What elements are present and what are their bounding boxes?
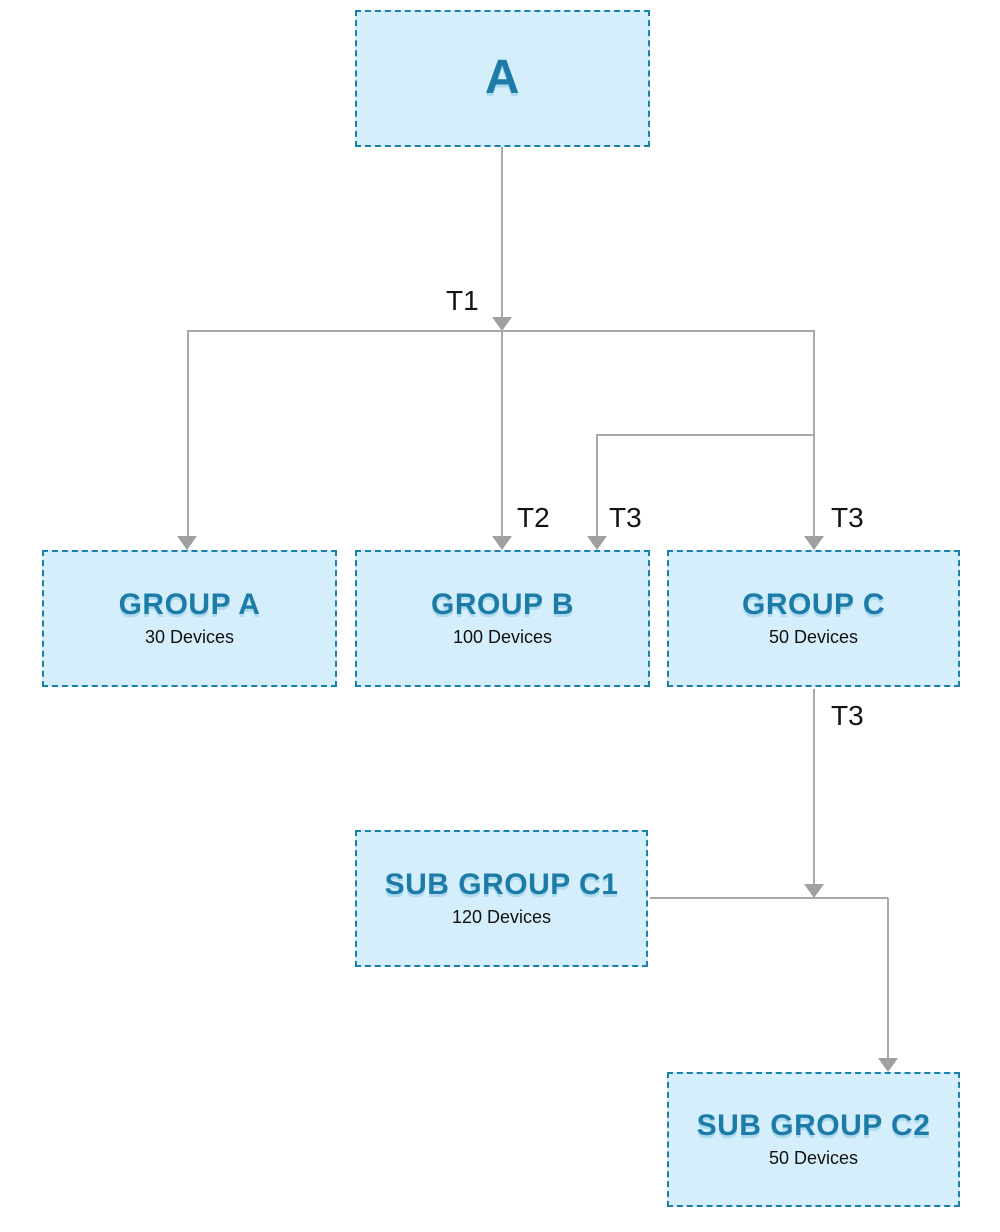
node-sub-group-c1: SUB GROUP C1 120 Devices (355, 830, 648, 967)
node-a-title: A (484, 51, 521, 105)
connector-c1-elbow-vertical (887, 898, 889, 1058)
arrowhead-group-c (804, 536, 824, 550)
node-sub-group-c1-subtitle: 120 Devices (451, 906, 552, 927)
arrowhead-into-c1-c2-link (804, 884, 824, 898)
arrowhead-group-a (177, 536, 197, 550)
edge-label-t3-group-b: T3 (609, 502, 642, 533)
node-sub-group-c1-title: SUB GROUP C1 (384, 868, 619, 902)
connector-split-to-group-b (501, 332, 503, 536)
connector-group-c-down (813, 689, 815, 884)
connector-branch-drop-group-b (596, 434, 598, 536)
arrowhead-group-b-t3 (587, 536, 607, 550)
connector-branch-to-group-b (597, 434, 814, 436)
node-group-c-title: GROUP C (742, 588, 885, 622)
node-sub-group-c2: SUB GROUP C2 50 Devices (667, 1072, 960, 1207)
node-group-c: GROUP C 50 Devices (667, 550, 960, 687)
node-group-b-title: GROUP B (431, 588, 574, 622)
edge-label-t3-group-c: T3 (831, 502, 864, 533)
edge-label-t2: T2 (517, 502, 550, 533)
connector-split-to-group-c (813, 330, 815, 536)
arrowhead-split (492, 317, 512, 331)
node-group-c-subtitle: 50 Devices (768, 626, 859, 647)
connector-a-to-split (501, 147, 503, 317)
edge-label-t3-group-c-down: T3 (831, 700, 864, 731)
arrowhead-sub-group-c2 (878, 1058, 898, 1072)
node-group-a: GROUP A 30 Devices (42, 550, 337, 687)
node-group-a-subtitle: 30 Devices (144, 626, 235, 647)
arrowhead-group-b-t2 (492, 536, 512, 550)
connector-split-bar (188, 330, 815, 332)
edge-label-t1: T1 (446, 285, 479, 316)
node-sub-group-c2-subtitle: 50 Devices (768, 1147, 859, 1168)
node-group-b-subtitle: 100 Devices (452, 626, 553, 647)
node-group-b: GROUP B 100 Devices (355, 550, 650, 687)
connector-split-to-group-a (187, 330, 189, 536)
node-a: A (355, 10, 650, 147)
connector-c1-elbow-horizontal (650, 897, 888, 899)
node-sub-group-c2-title: SUB GROUP C2 (696, 1109, 931, 1143)
node-group-a-title: GROUP A (118, 588, 261, 622)
